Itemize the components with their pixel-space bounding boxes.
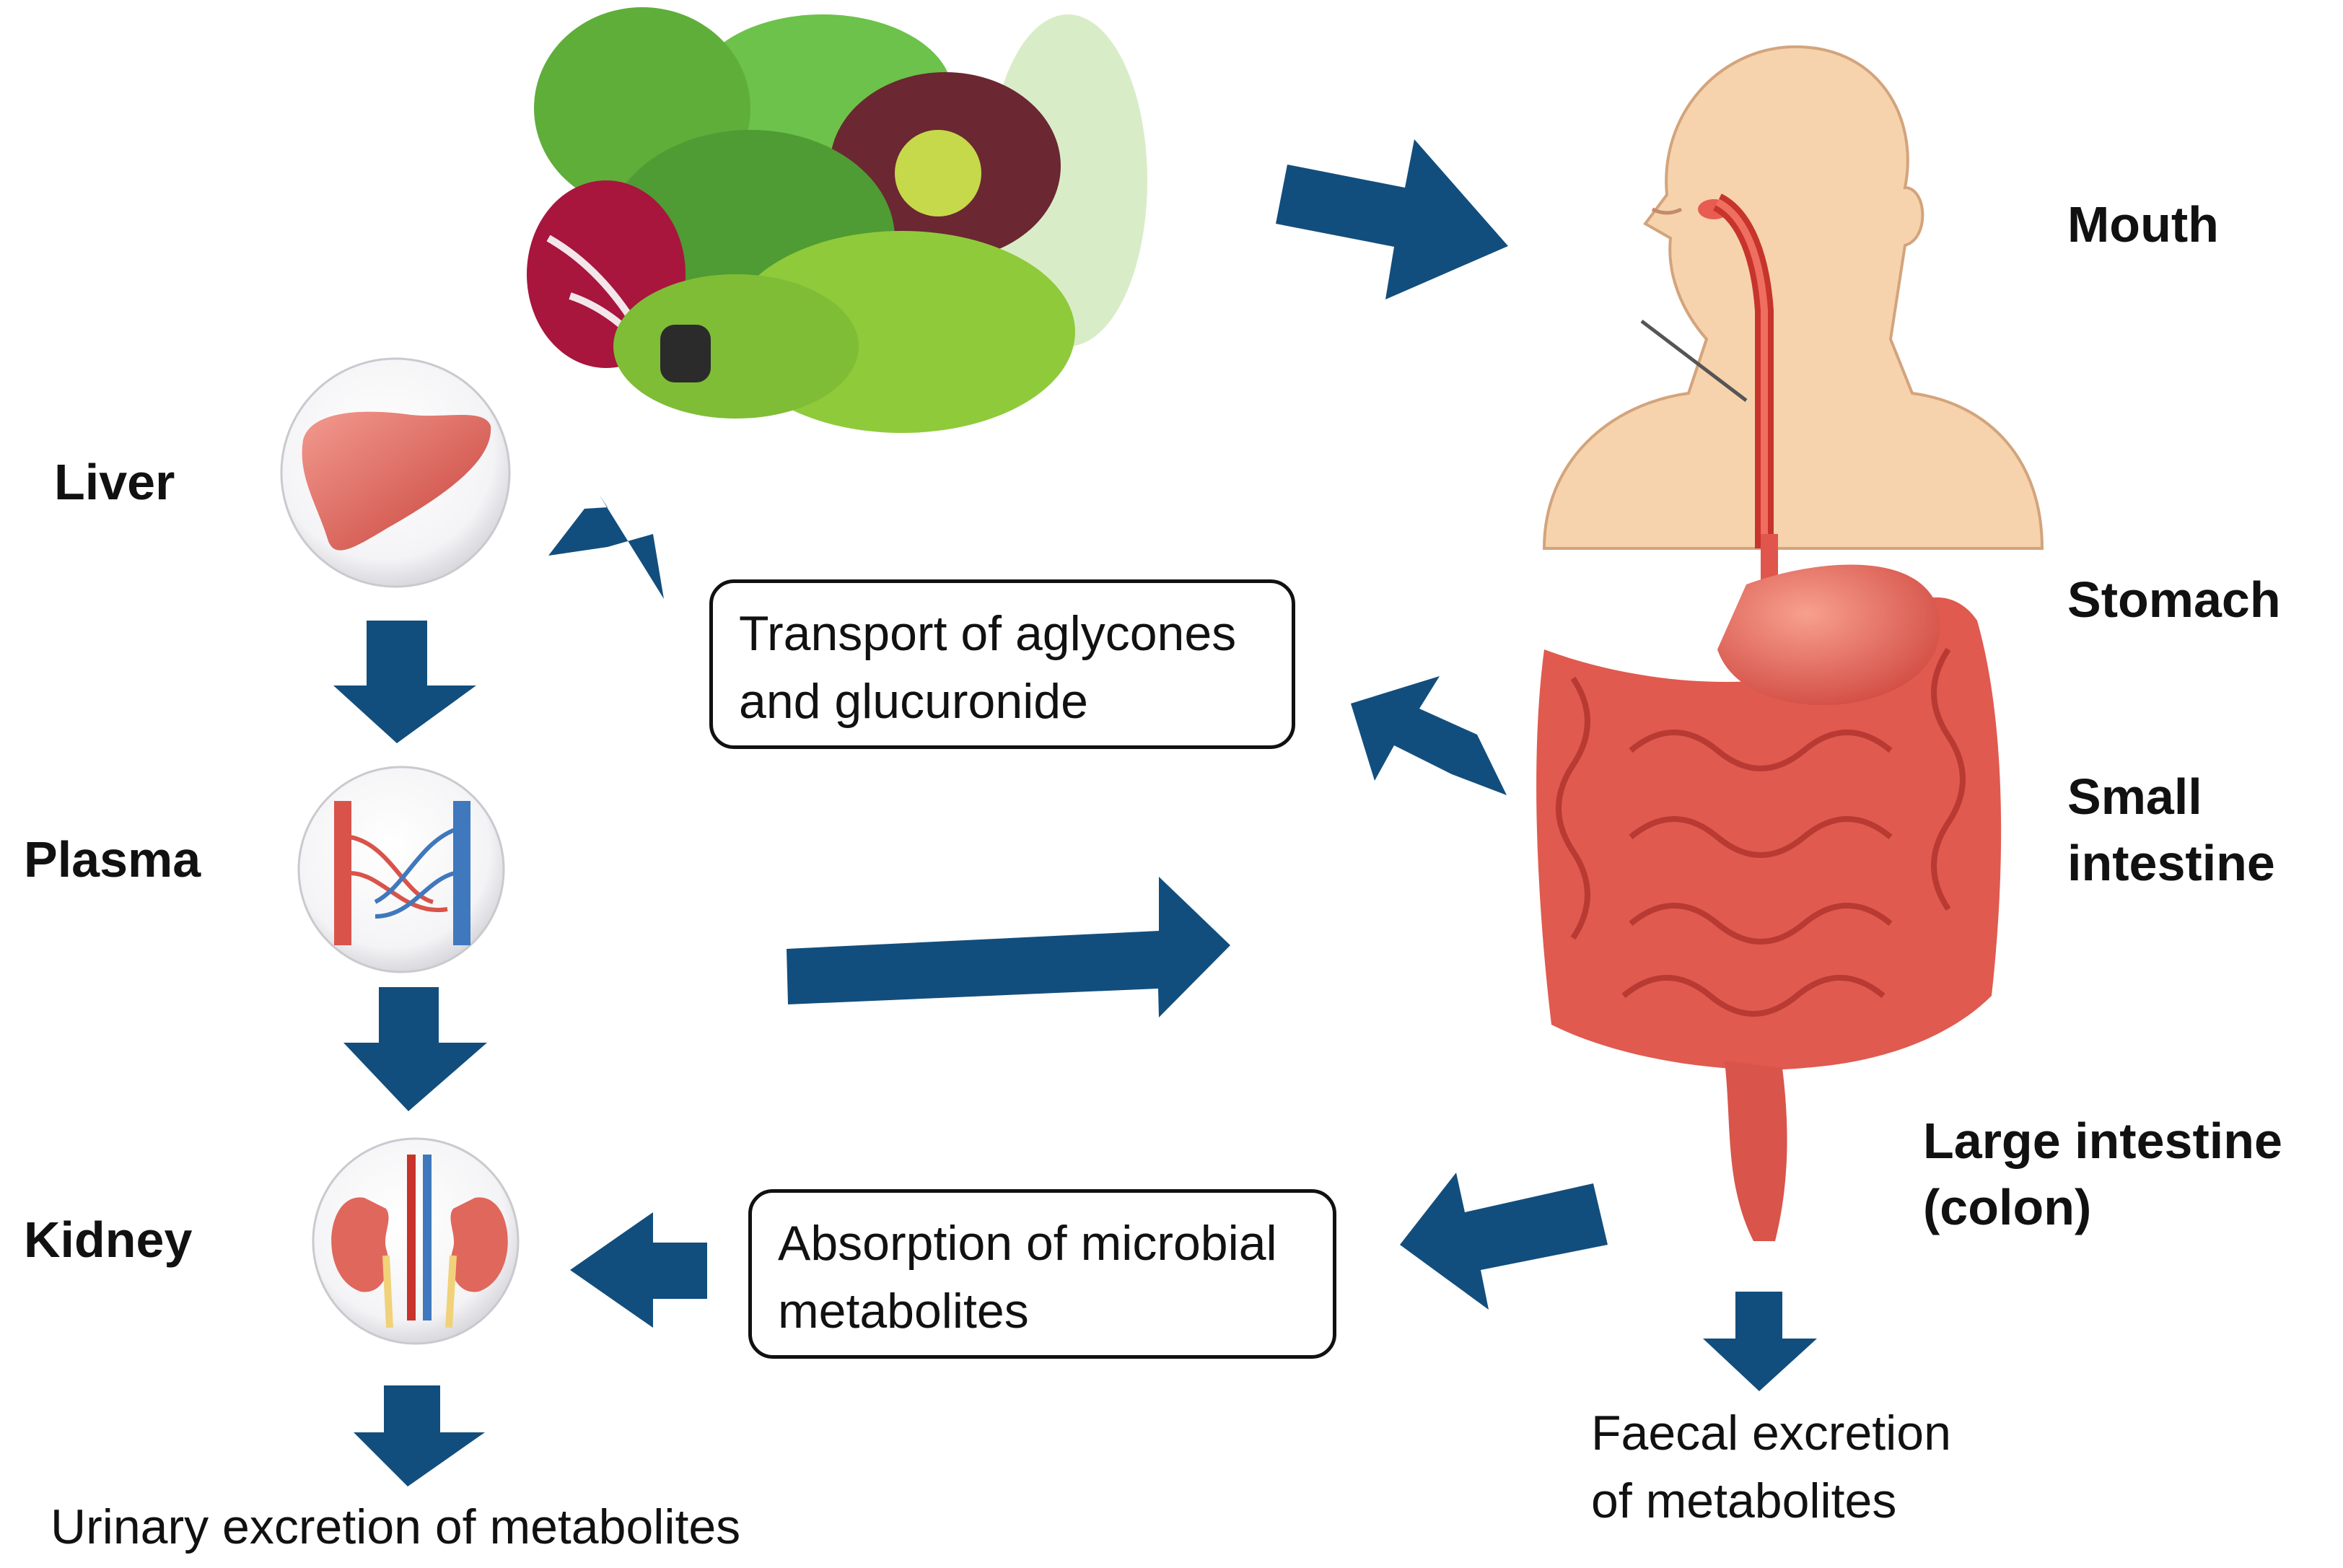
transport-text: Transport of aglycones and glucuronide <box>739 606 1237 729</box>
digestive-tract-illustration <box>1536 534 2002 1241</box>
label-small-intestine: Small intestine <box>2067 768 2275 892</box>
arrow-colon-to-faeces <box>1703 1292 1817 1391</box>
lettuce-image <box>527 7 1147 433</box>
arrow-plasma-to-kidney <box>343 987 487 1111</box>
arrow-absorption-to-kidney <box>570 1212 707 1328</box>
arrow-kidney-to-urine <box>354 1385 485 1486</box>
absorption-text: Absorption of microbial metabolites <box>778 1216 1277 1339</box>
absorption-box: Absorption of microbial metabolites <box>748 1189 1336 1359</box>
liver-icon <box>280 357 511 588</box>
faecal-excretion-caption: Faecal excretion of metabolites <box>1591 1406 1951 1528</box>
urinary-excretion-caption: Urinary excretion of metabolites <box>51 1499 741 1554</box>
kidney-icon <box>312 1137 520 1345</box>
arrows <box>333 139 1817 1486</box>
label-stomach: Stomach <box>2067 571 2281 628</box>
arrow-colon-to-absorption <box>1400 1173 1608 1310</box>
arrow-food-to-mouth <box>1276 139 1508 299</box>
label-kidney: Kidney <box>24 1212 193 1268</box>
arrow-to-liver <box>548 494 664 599</box>
transport-box: Transport of aglycones and glucuronide <box>709 579 1295 749</box>
human-head-torso-illustration <box>1542 45 2044 550</box>
arrow-plasma-to-intestine <box>787 877 1230 1017</box>
blood-vessels-icon <box>297 766 505 973</box>
arrow-liver-to-plasma <box>333 621 476 743</box>
label-liver: Liver <box>54 454 175 510</box>
label-large-intestine: Large intestine (colon) <box>1923 1113 2282 1236</box>
label-plasma: Plasma <box>24 831 201 888</box>
arrow-intestine-to-transport <box>1351 676 1507 795</box>
label-mouth: Mouth <box>2067 196 2219 253</box>
